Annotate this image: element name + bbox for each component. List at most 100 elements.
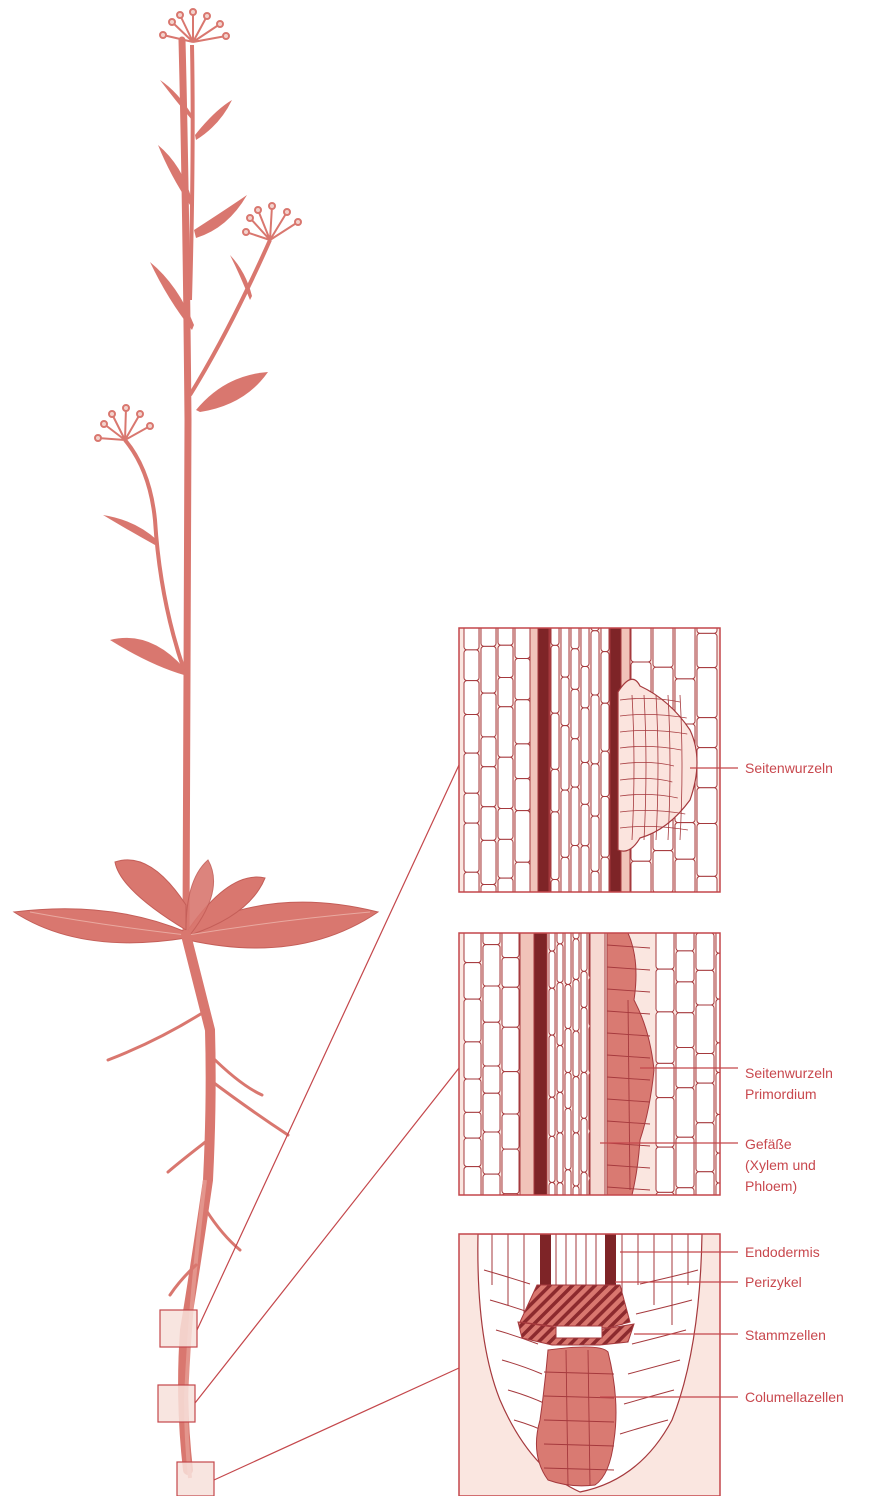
plant-cell [502, 958, 519, 988]
plant-cell [653, 626, 673, 667]
plant-cell [483, 1174, 500, 1209]
plant-cell [561, 726, 569, 790]
plant-cell [551, 588, 559, 646]
plant-cell [464, 823, 479, 872]
plant-cell [515, 811, 530, 863]
plant-cell [551, 880, 559, 927]
plant-cell [676, 951, 694, 982]
plant-cell [464, 963, 481, 1000]
plant-cell [498, 757, 513, 808]
plant-cell [601, 703, 609, 751]
plant-cell [515, 658, 530, 699]
plant-cell [675, 823, 695, 860]
plant-cell [481, 612, 496, 647]
plant-cell [498, 707, 513, 758]
plant-cell [483, 1022, 500, 1066]
leaf [230, 255, 252, 300]
plant-cell [581, 666, 589, 707]
label-seitenwurzeln: Seitenwurzeln [745, 758, 833, 779]
plant-cell [502, 1072, 519, 1114]
plant-cell [571, 689, 579, 738]
plant-cell [656, 1012, 674, 1063]
plant-cell [565, 985, 571, 1029]
plant-cell [551, 713, 559, 769]
plant-cell [601, 751, 609, 796]
plant-cell [716, 1183, 734, 1218]
plant-cell [571, 846, 579, 917]
label-stammzellen: Stammzellen [745, 1325, 826, 1346]
plant-cell [581, 846, 589, 915]
label-seitenwurzeln-primordium: Seitenwurzeln Primordium [745, 1063, 833, 1105]
plant-cell [573, 1077, 579, 1133]
plant-cell [498, 878, 513, 929]
plant-cell [483, 917, 500, 945]
plant-cell [571, 587, 579, 649]
plant-cell [581, 971, 587, 1007]
plant-cell [464, 793, 479, 823]
columella [536, 1347, 616, 1486]
zoom-box-2 [158, 1385, 195, 1422]
plant-cell [557, 982, 563, 1045]
leaf [195, 100, 232, 140]
plant-cell [581, 763, 589, 805]
plant-cell [656, 918, 674, 969]
plant-cell [549, 1136, 555, 1182]
branch-right [190, 240, 270, 395]
plant-cell [653, 593, 673, 626]
flower-cluster-top [160, 9, 229, 42]
plant-cell [696, 1083, 714, 1123]
plant-cell [676, 982, 694, 1013]
plant-cell [573, 1186, 579, 1224]
plant-cell [549, 1097, 555, 1136]
plant-cell [565, 1170, 571, 1211]
plant-cell [696, 970, 714, 1005]
plant-cell [549, 988, 555, 1035]
plant-cell [464, 1112, 481, 1138]
plant-cell [571, 739, 579, 787]
plant-cell [697, 668, 717, 718]
plant-cell [696, 1172, 714, 1209]
plant-cell [502, 1194, 519, 1233]
leaf [160, 80, 192, 120]
plant-cell [481, 767, 496, 807]
zoom-connectors [195, 765, 459, 1480]
leaf [196, 372, 268, 412]
plant-cell [464, 1138, 481, 1167]
leaf [103, 515, 157, 545]
plant-cell [464, 1167, 481, 1213]
plant-cell [573, 979, 579, 1031]
plant-cell [481, 840, 496, 884]
plant-cell [581, 708, 589, 763]
plant-cell [676, 923, 694, 951]
plant-cell [581, 1172, 587, 1225]
plant-cell [716, 1114, 734, 1153]
plant-cell [656, 969, 674, 1012]
label-perizykel: Perizykel [745, 1272, 802, 1293]
plant-cell [483, 1093, 500, 1132]
plant-cell [573, 1031, 579, 1077]
plant-cell [676, 1188, 694, 1226]
plant-cell [515, 862, 530, 901]
plant-cell [573, 1133, 579, 1186]
plant-cell [573, 939, 579, 980]
plant-cell [561, 625, 569, 677]
plant-cell [483, 945, 500, 986]
plant-cell [464, 650, 479, 681]
plant-cell [675, 859, 695, 893]
label-columellazellen: Columellazellen [745, 1387, 844, 1408]
plant-cell [565, 1073, 571, 1109]
plant-cell [502, 1149, 519, 1194]
plant-cell [557, 1092, 563, 1132]
plant-cell [515, 700, 530, 744]
panel-primordium [459, 888, 734, 1241]
plant-cell [676, 1088, 694, 1137]
plant-cell [675, 591, 695, 624]
rosette [14, 860, 378, 948]
plant-cell [581, 1118, 587, 1172]
plant-cell [696, 1123, 714, 1172]
plant-cell [571, 649, 579, 690]
plant-cell [697, 823, 717, 876]
arabidopsis-plant [14, 9, 378, 1496]
plant-cell [696, 1005, 714, 1053]
